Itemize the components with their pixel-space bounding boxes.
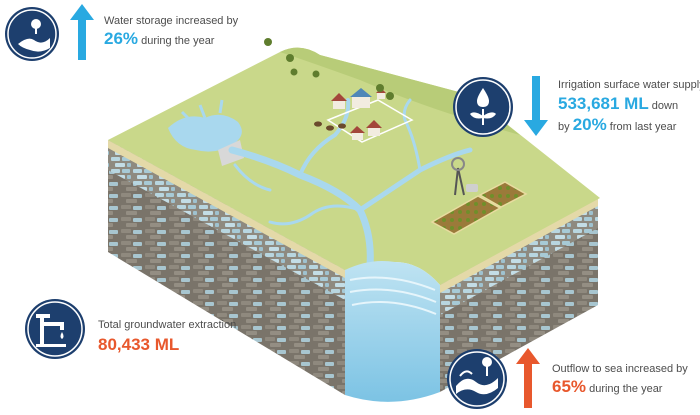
storage-value: 26%: [104, 29, 139, 48]
groundwater-stat: Total groundwater extraction 80,433 ML: [98, 318, 236, 354]
soil-layers-left: [108, 140, 345, 395]
irrigation-down-arrow: [524, 76, 548, 136]
irrigation-stat: Irrigation surface water supply 533,681 …: [558, 78, 700, 134]
ocean-wave-icon: [447, 349, 507, 409]
reservoir-icon-badge: [4, 6, 60, 62]
reservoir-icon: [5, 7, 59, 61]
outflow-icon-badge: [446, 348, 508, 410]
outflow-label: Outflow to sea increased by: [552, 363, 688, 375]
groundwater-value: 80,433 ML: [98, 335, 180, 354]
river: [228, 98, 473, 269]
storage-stat: Water storage increased by 26% during th…: [104, 14, 238, 48]
reservoir: [168, 99, 244, 166]
storage-label: Water storage increased by: [104, 15, 239, 27]
trees: [264, 38, 394, 100]
groundwater-pump-icon: [25, 299, 85, 359]
irrigation-value-suffix: down: [651, 100, 679, 112]
irrigation-icon-badge: [452, 76, 514, 138]
crop-fields: [430, 181, 528, 235]
irrigation-pct: 20%: [572, 115, 607, 134]
outflow-up-arrow: [516, 348, 540, 408]
irrigation-label: Irrigation surface water supply: [558, 79, 700, 91]
outflow-suffix: during the year: [589, 383, 663, 395]
cattle: [314, 121, 346, 131]
soil-layers-right: [440, 198, 598, 392]
groundwater-label: Total groundwater extraction: [98, 319, 237, 331]
storage-suffix: during the year: [141, 35, 215, 47]
windmill: [451, 157, 478, 196]
storage-up-arrow: [70, 4, 94, 60]
irrigation-suffix: from last year: [609, 121, 677, 133]
farm-houses: [326, 88, 414, 143]
groundwater-icon-badge: [24, 298, 86, 360]
outflow-stat: Outflow to sea increased by 65% during t…: [552, 362, 688, 396]
irrigation-by: by: [558, 121, 570, 133]
outflow-value: 65%: [552, 377, 587, 396]
water-drop-plant-icon: [453, 77, 513, 137]
river-gorge: [345, 261, 440, 402]
irrigation-value: 533,681 ML: [558, 94, 649, 113]
